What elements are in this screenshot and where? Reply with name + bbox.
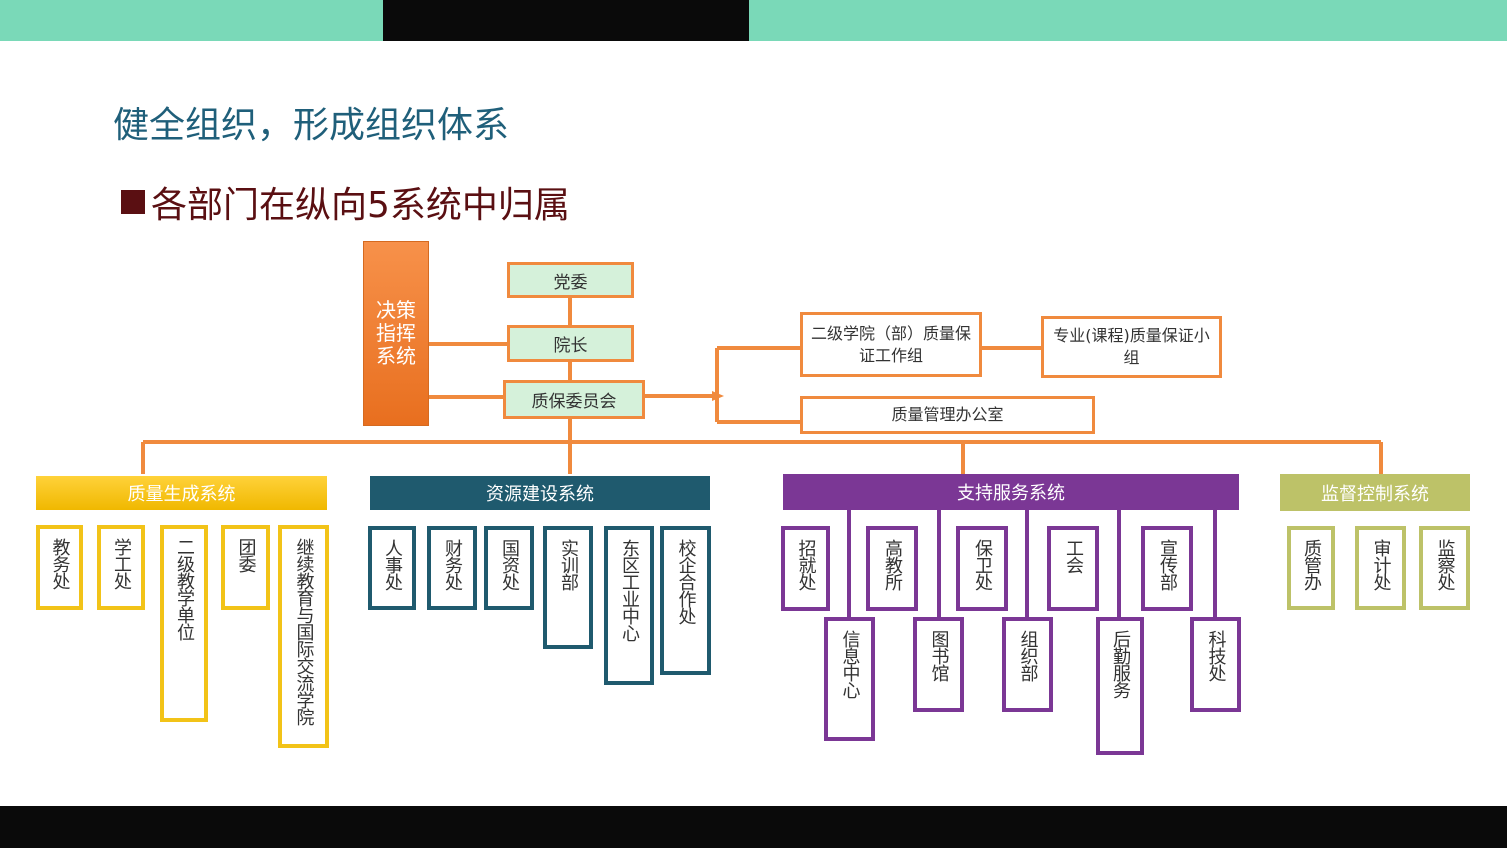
unit-box: 宣传部 <box>1141 526 1193 611</box>
unit-box: 信息中心 <box>824 617 875 741</box>
unit-label: 保卫处 <box>972 539 993 590</box>
system-label-quality-generation: 质量生成系统 <box>127 484 236 505</box>
header-bar-left <box>0 0 383 41</box>
system-label-support-service: 支持服务系统 <box>957 483 1065 504</box>
major-quality-group-box: 专业(课程)质量保证小组 <box>1041 316 1222 378</box>
header-bar-right <box>749 0 1507 41</box>
quality-committee-label: 质保委员会 <box>531 392 617 412</box>
unit-label: 图书馆 <box>928 630 950 681</box>
system-header-resource-building: 资源建设系统 <box>370 476 710 510</box>
unit-box: 校企合作处 <box>660 526 711 675</box>
decision-label: 决策指挥系统 <box>376 298 416 368</box>
unit-label: 财务处 <box>442 539 463 590</box>
unit-label: 高教所 <box>882 539 903 590</box>
unit-label: 审计处 <box>1370 539 1392 590</box>
footer-bar <box>0 806 1507 848</box>
system-header-supervision-control: 监督控制系统 <box>1280 474 1470 511</box>
decision-command-box: 决策指挥系统 <box>363 241 429 426</box>
unit-label: 工会 <box>1063 539 1084 573</box>
unit-box: 工会 <box>1047 526 1099 611</box>
unit-label: 招就处 <box>795 539 817 590</box>
system-label-supervision-control: 监督控制系统 <box>1321 483 1429 505</box>
page-subtitle: 各部门在纵向5系统中归属 <box>121 176 570 228</box>
unit-box: 人事处 <box>368 526 416 610</box>
unit-box: 质管办 <box>1287 526 1335 610</box>
unit-box: 国资处 <box>484 526 534 610</box>
system-header-quality-generation: 质量生成系统 <box>36 476 327 510</box>
party-committee-box: 党委 <box>507 262 634 298</box>
unit-label: 国资处 <box>499 539 520 590</box>
unit-box: 教务处 <box>36 525 83 610</box>
unit-box: 招就处 <box>781 526 830 611</box>
college-quality-group-box: 二级学院（部）质量保证工作组 <box>800 312 982 377</box>
president-label: 院长 <box>553 336 588 356</box>
unit-label: 质管办 <box>1301 539 1322 590</box>
unit-label: 监察处 <box>1434 539 1456 590</box>
unit-label: 继续教育与国际交流学院 <box>293 538 315 725</box>
page-title: 健全组织，形成组织体系 <box>113 105 510 146</box>
unit-box: 二级教学单位 <box>160 525 208 722</box>
unit-label: 教务处 <box>49 538 71 589</box>
unit-box: 继续教育与国际交流学院 <box>278 525 329 748</box>
quality-office-label: 质量管理办公室 <box>891 405 1004 424</box>
subtitle-text: 各部门在纵向5系统中归属 <box>151 185 570 226</box>
unit-label: 学工处 <box>111 538 132 589</box>
major-quality-group-label: 专业(课程)质量保证小组 <box>1053 326 1210 367</box>
unit-box: 审计处 <box>1355 526 1406 610</box>
bullet-square-icon <box>121 190 145 214</box>
college-quality-group-label: 二级学院（部）质量保证工作组 <box>811 323 972 365</box>
unit-box: 高教所 <box>866 526 918 611</box>
unit-label: 东区工业中心 <box>619 539 640 641</box>
unit-box: 团委 <box>221 525 270 610</box>
president-box: 院长 <box>507 325 634 362</box>
header-bar-middle <box>383 0 749 41</box>
unit-label: 信息中心 <box>839 630 861 698</box>
party-committee-label: 党委 <box>553 272 588 293</box>
system-header-support-service: 支持服务系统 <box>783 474 1239 510</box>
unit-box: 监察处 <box>1419 526 1470 610</box>
unit-label: 实训部 <box>558 539 579 590</box>
unit-box: 东区工业中心 <box>604 526 654 685</box>
unit-label: 科技处 <box>1205 630 1227 681</box>
quality-office-box: 质量管理办公室 <box>800 396 1095 434</box>
quality-committee-box: 质保委员会 <box>503 380 645 419</box>
unit-label: 后勤服务 <box>1110 630 1131 698</box>
unit-box: 科技处 <box>1190 617 1241 712</box>
unit-box: 财务处 <box>427 526 477 610</box>
unit-box: 实训部 <box>543 526 593 649</box>
unit-label: 宣传部 <box>1157 539 1178 590</box>
unit-box: 保卫处 <box>956 526 1008 611</box>
unit-box: 学工处 <box>97 525 145 610</box>
unit-label: 团委 <box>235 538 257 572</box>
system-label-resource-building: 资源建设系统 <box>486 484 594 505</box>
unit-label: 二级教学单位 <box>174 538 195 640</box>
unit-label: 校企合作处 <box>675 539 697 624</box>
unit-label: 人事处 <box>382 539 403 590</box>
unit-label: 组织部 <box>1017 630 1039 681</box>
